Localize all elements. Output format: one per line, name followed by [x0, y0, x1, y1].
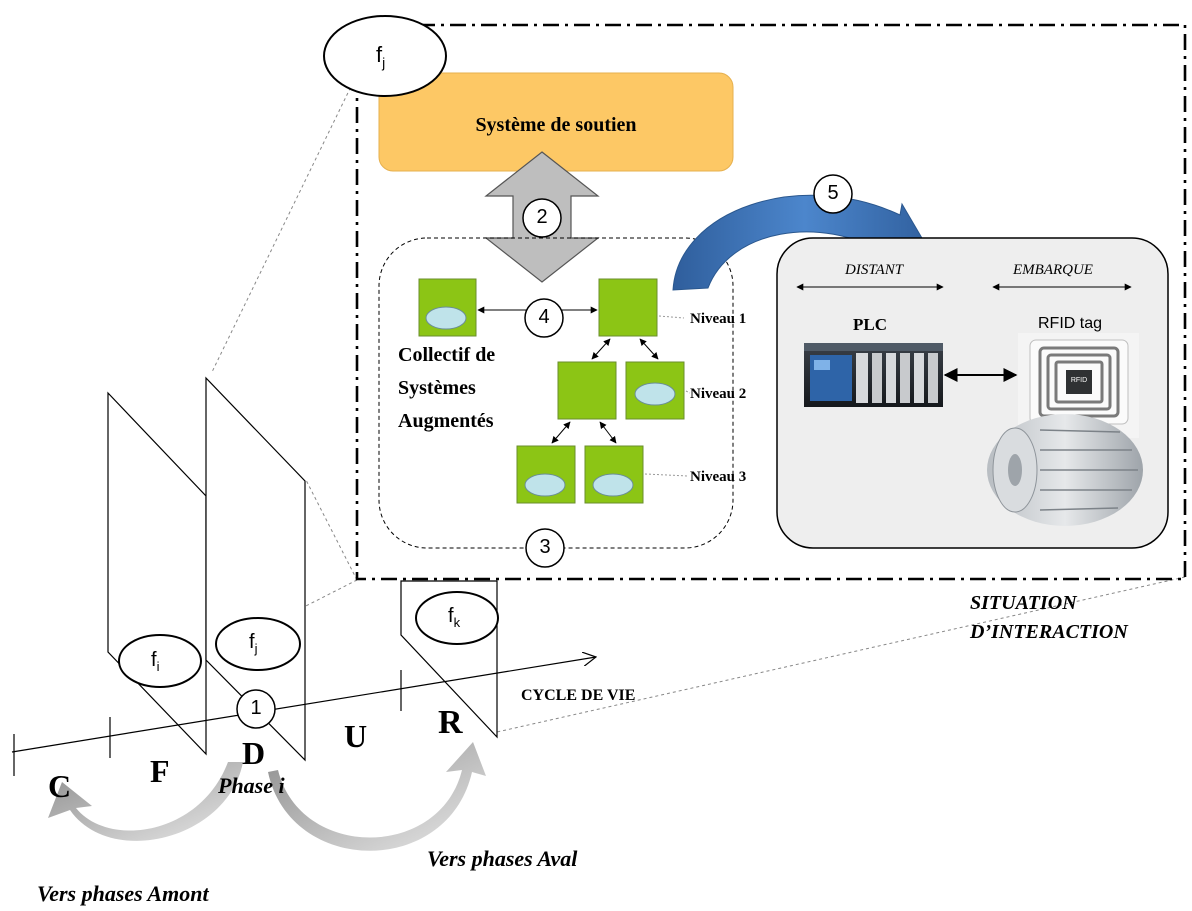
- f-i-sub: i: [156, 659, 160, 674]
- collective-label-2: Systèmes: [398, 377, 476, 399]
- plc-label: PLC: [853, 315, 887, 334]
- collective-label-3: Augmentés: [398, 410, 494, 432]
- phase-f: F: [150, 753, 170, 789]
- phase-u: U: [344, 718, 368, 754]
- rfid-tag-image: [1018, 333, 1139, 438]
- rfid-chip-text: RFID: [1070, 377, 1088, 384]
- f-j-label: fj: [249, 632, 257, 655]
- support-system-label: Système de soutien: [475, 114, 637, 136]
- f-k-sub: k: [453, 615, 461, 630]
- upstream-arc: [48, 762, 243, 841]
- phase-planes: [107, 376, 498, 762]
- situation-label-1: SITUATION: [970, 592, 1077, 614]
- phase-r: R: [438, 704, 463, 741]
- level-3-label: Niveau 3: [690, 469, 747, 485]
- node-ellipses: [425, 306, 676, 497]
- situation-label-2: D’INTERACTION: [970, 621, 1128, 643]
- plane-f-i: [107, 391, 207, 756]
- circle-5: [813, 174, 853, 214]
- node-level1: [598, 278, 658, 337]
- f-j-sub: j: [254, 641, 258, 656]
- curved-arrow-5: [672, 194, 937, 291]
- f-ellipses: [118, 15, 499, 688]
- level-1-label: Niveau 1: [690, 311, 747, 327]
- circle-1-label: 1: [250, 697, 262, 719]
- f-top-ellipse: [323, 15, 447, 97]
- circle-4: [524, 298, 564, 338]
- f-k-base: f: [448, 605, 454, 627]
- rfid-label: RFID tag: [1038, 315, 1103, 332]
- f-top-label: fj: [376, 42, 386, 71]
- level-leader-lines: [644, 315, 691, 477]
- circle-5-label: 5: [827, 182, 839, 204]
- interaction-situation-frame: [355, 23, 1187, 581]
- f-i-ellipse: [118, 634, 202, 688]
- engine-image: [987, 414, 1143, 526]
- lifecycle-label: CYCLE DE VIE: [521, 687, 636, 704]
- embarque-label: EMBARQUE: [1013, 262, 1093, 278]
- circle-2: [522, 198, 562, 238]
- circle-2-label: 2: [536, 206, 548, 228]
- f-k-label: fk: [448, 606, 460, 629]
- f-top-base: f: [376, 42, 383, 67]
- node-level2-left: [557, 361, 617, 420]
- circle-3: [525, 528, 565, 568]
- lifecycle-axis: [11, 657, 596, 776]
- circled-numbers: [236, 174, 853, 729]
- distant-label: DISTANT: [845, 262, 904, 278]
- phase-i-label: Phase i: [218, 773, 285, 798]
- upstream-label: Vers phases Amont: [37, 881, 209, 906]
- phase-c: C: [48, 768, 72, 804]
- f-k-ellipse: [415, 591, 499, 645]
- circle-3-label: 3: [539, 536, 551, 558]
- level-2-label: Niveau 2: [690, 386, 747, 402]
- f-top-sub: j: [382, 54, 386, 71]
- collective-label-1: Collectif de: [398, 344, 496, 366]
- downstream-arc: [268, 742, 486, 851]
- f-i-base: f: [151, 649, 157, 671]
- f-i-label: fi: [151, 650, 159, 673]
- circle-4-label: 4: [538, 306, 550, 328]
- plc-image: [804, 343, 943, 407]
- f-j-ellipse: [215, 617, 301, 671]
- phase-d: D: [242, 735, 266, 771]
- circle-1: [236, 689, 276, 729]
- f-j-base: f: [249, 631, 255, 653]
- downstream-label: Vers phases Aval: [427, 846, 578, 871]
